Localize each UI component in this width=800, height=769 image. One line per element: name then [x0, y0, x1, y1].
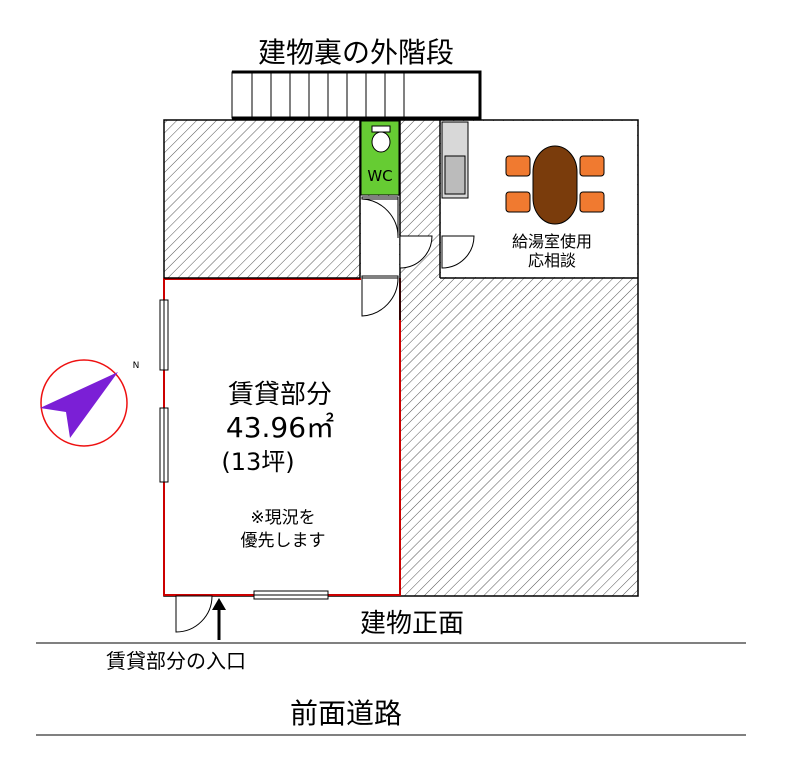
toilet-icon	[371, 125, 391, 153]
rental-area	[163, 278, 401, 596]
dining-table-icon	[505, 145, 605, 225]
interior-walls	[164, 120, 638, 320]
kitchen-counter	[441, 121, 469, 199]
rental-area-value: 43.96㎡	[226, 411, 334, 444]
entrance-arrow-icon	[212, 598, 226, 640]
kitchenette-label-2: 応相談	[528, 251, 576, 270]
compass: N	[40, 359, 140, 447]
compass-north-label: N	[133, 361, 140, 371]
rental-tsubo-value: (13坪)	[221, 448, 294, 476]
wc-label: WC	[367, 167, 392, 185]
compass-needle-icon	[40, 372, 118, 438]
entrance-label: 賃貸部分の入口	[106, 649, 246, 673]
front-road-label: 前面道路	[290, 697, 402, 730]
building-front-label: 建物正面	[360, 609, 464, 639]
note-line-1: ※現況を	[250, 508, 315, 528]
rental-windows	[159, 299, 329, 600]
back-stairs-label: 建物裏の外階段	[258, 36, 454, 69]
kitchenette-label-1: 給湯室使用	[512, 232, 592, 251]
note-line-2: 優先します	[241, 531, 326, 551]
rental-title: 賃貸部分	[228, 380, 332, 410]
corridor-doors	[361, 196, 475, 317]
back-stairs	[231, 70, 482, 120]
entrance-door	[175, 595, 213, 633]
